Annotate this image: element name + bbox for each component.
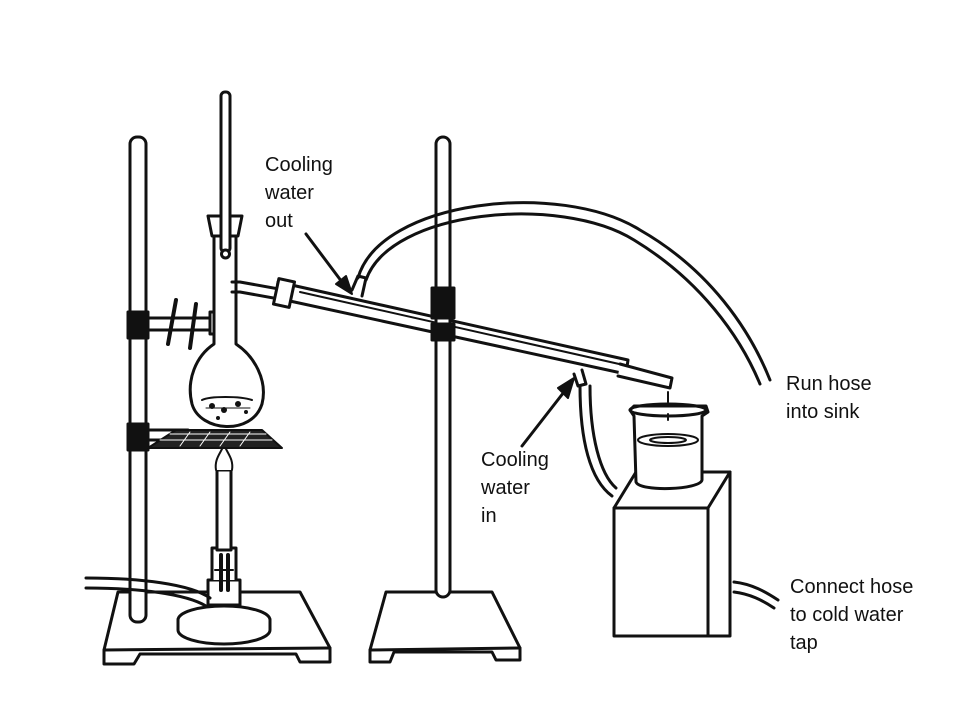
label-line: into sink [786, 401, 860, 423]
label-cooling-water-in: Cooling water in [481, 446, 549, 530]
label-run-hose: Run hose into sink [786, 370, 872, 426]
label-line: to cold water [790, 604, 904, 626]
label-connect-hose: Connect hose to cold water tap [790, 573, 913, 657]
label-line: in [481, 505, 497, 527]
left-stand-rod [128, 135, 148, 624]
label-line: Run hose [786, 373, 872, 395]
thermometer [206, 90, 244, 260]
receiving-beaker [628, 391, 710, 490]
right-ring-stand [368, 135, 522, 664]
label-line: Cooling [481, 449, 549, 471]
bunsen-burner [176, 443, 272, 646]
label-line: tap [790, 632, 818, 654]
water-hoses [84, 201, 780, 610]
receiving-beaker-stand [612, 470, 732, 638]
arrow-cooling-water-out [304, 232, 353, 295]
label-cooling-water-out: Cooling water out [265, 151, 333, 235]
wire-gauze [147, 429, 283, 449]
outlet-hose [356, 201, 772, 382]
arrow-cooling-water-in [520, 377, 575, 448]
label-line: Cooling [265, 154, 333, 176]
condenser [271, 274, 674, 390]
distilling-flask [188, 234, 342, 428]
label-line: water [265, 182, 314, 204]
inlet-hose [578, 384, 614, 498]
label-line: Connect hose [790, 576, 914, 598]
label-line: out [265, 210, 293, 232]
right-stand-rod [434, 135, 452, 599]
support-box [612, 470, 732, 638]
label-line: water [481, 477, 530, 499]
